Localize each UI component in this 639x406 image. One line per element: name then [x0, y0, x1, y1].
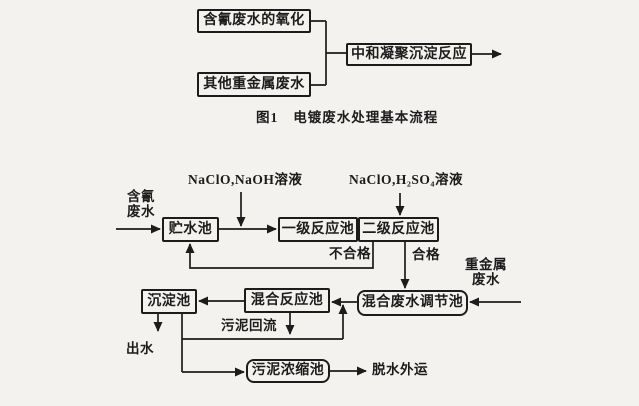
fig2-box-storage-tank: 贮水池: [162, 217, 219, 242]
fig1-box-cyanide-oxidation: 含氰废水的氧化: [197, 9, 311, 33]
label-naclo-naoh-solution: NaClO,NaOH溶液: [188, 172, 303, 187]
fig2-box-sludge-thickener: 污泥浓缩池: [246, 359, 330, 383]
label-heavy-metal-wastewater-feed: 重金属废水: [465, 257, 507, 287]
figure1-caption-number: 图1: [256, 110, 279, 125]
label-qualified: 合格: [412, 247, 440, 262]
label-cyanide-wastewater-feed: 含氰废水: [127, 189, 155, 219]
fig1-box-neutralization: 中和凝聚沉淀反应: [346, 43, 472, 66]
fig1-box-other-heavy-metal: 其他重金属废水: [197, 72, 311, 97]
figure1-caption: 图1 电镀废水处理基本流程: [256, 106, 438, 126]
fig2-box-mixing-reactor: 混合反应池: [244, 288, 330, 313]
fig2-box-sedimentation-tank: 沉淀池: [141, 289, 197, 314]
label-naclo-h2so4-solution: NaClO,H₂SO₄溶液: [349, 172, 463, 187]
fig2-box-stage1-reactor: 一级反应池: [278, 217, 358, 242]
arrow-unqualified-loop: [185, 242, 374, 269]
fig2-box-mixed-regulation-tank: 混合废水调节池: [357, 290, 468, 316]
label-dewater-transport-out: 脱水外运: [372, 362, 428, 377]
label-unqualified: 不合格: [329, 246, 371, 261]
fig1-merge-bracket: [311, 20, 346, 86]
label-effluent: 出水: [126, 341, 154, 356]
label-sludge-return: 污泥回流: [221, 318, 277, 333]
figure1-caption-title: 电镀废水处理基本流程: [293, 110, 439, 125]
fig2-box-stage2-reactor: 二级反应池: [358, 217, 439, 242]
